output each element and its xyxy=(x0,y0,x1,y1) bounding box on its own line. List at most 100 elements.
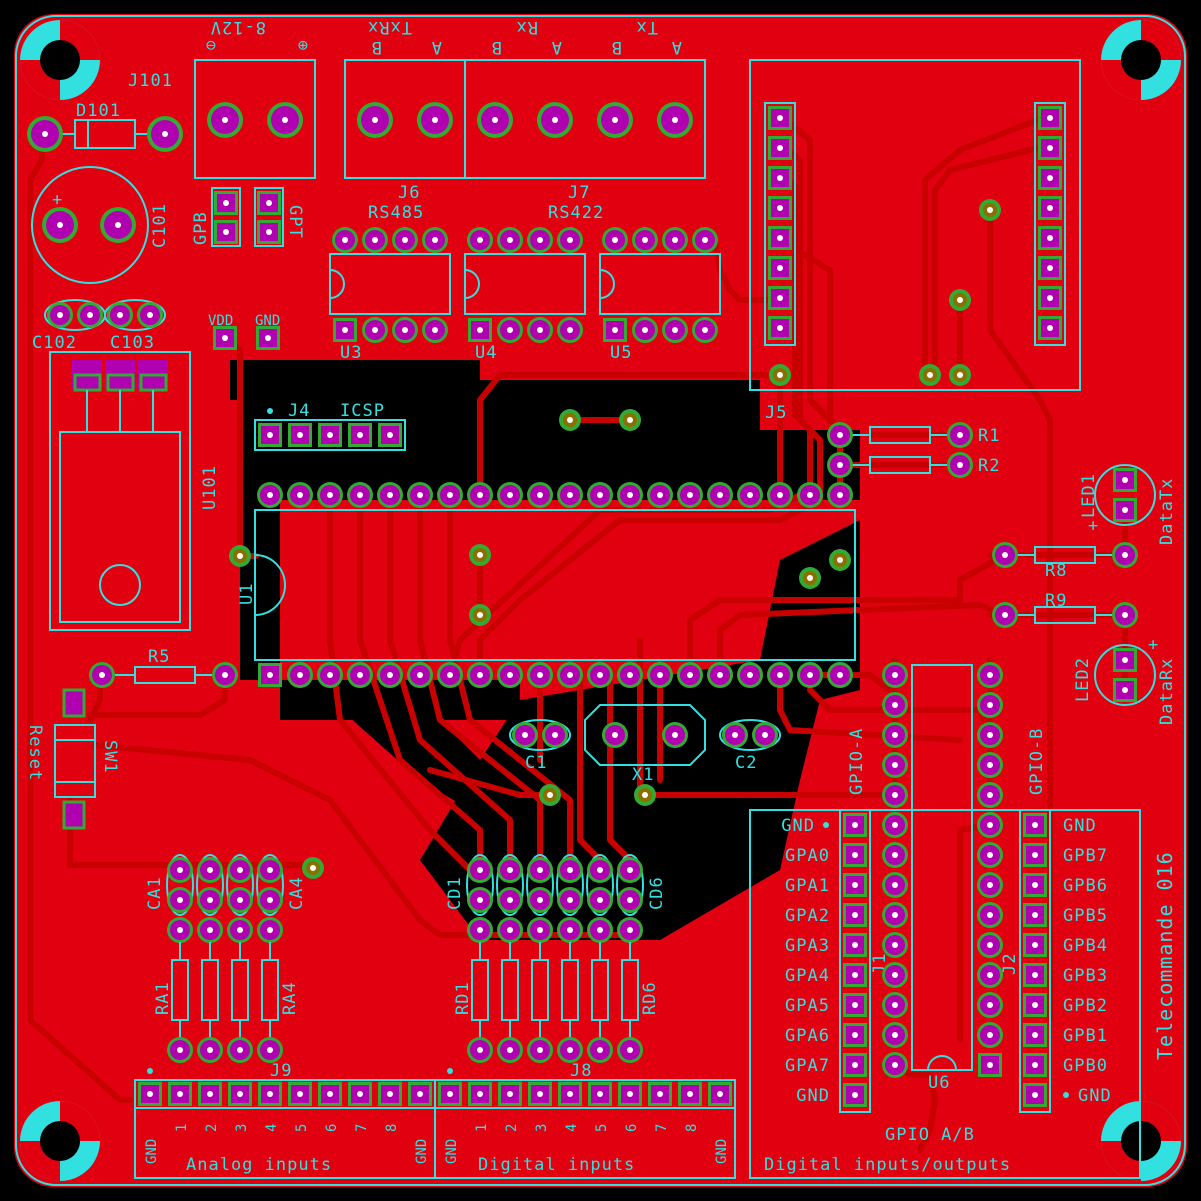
connector-j9: J9 GND 1 2 3 4 5 6 7 8 GND Analog inputs xyxy=(134,1061,436,1179)
label-digital-io: Digital inputs/outputs xyxy=(764,1155,1011,1175)
label-ra4: RA4 xyxy=(280,981,300,1015)
label-d101: D101 xyxy=(76,101,121,121)
label-ca1: CA1 xyxy=(145,876,165,910)
gpio-a-pin-2: GPA1 xyxy=(785,876,830,896)
board-title: Telecommande 016 xyxy=(1153,851,1177,1060)
label-led2: LED2 xyxy=(1073,657,1093,702)
gpio-a-pin-8: GPA7 xyxy=(785,1056,830,1076)
j8-pin-1: 1 xyxy=(474,1124,490,1132)
label-r9: R9 xyxy=(1045,591,1067,611)
j9-pin-3: 3 xyxy=(234,1124,250,1132)
label-gpb: GPB xyxy=(191,211,211,245)
label-icsp: ICSP xyxy=(340,401,385,421)
connector-j7: J7 RS422 Rx Tx B A B A xyxy=(464,17,706,223)
label-j4: J4 xyxy=(288,401,310,421)
label-cd6: CD6 xyxy=(647,876,667,910)
label-gpio-b: GPIO-B xyxy=(1027,728,1047,795)
j8-pin-2: 2 xyxy=(504,1124,520,1132)
gpio-a-pin-1: GPA0 xyxy=(785,846,830,866)
j8-pin-4: 4 xyxy=(564,1124,580,1132)
resistor-r8: R8 xyxy=(992,542,1138,581)
label-tx: Tx xyxy=(636,17,658,37)
j8-pin-6: 6 xyxy=(624,1124,640,1132)
ic-u4: U4 xyxy=(464,227,586,363)
ic-u5: U5 xyxy=(599,227,721,363)
label-u1: U1 xyxy=(237,583,257,605)
label-a-rx: A xyxy=(551,37,562,57)
label-x1: X1 xyxy=(632,765,654,785)
j8-pin-0: GND xyxy=(444,1139,460,1164)
label-u3: U3 xyxy=(340,343,362,363)
label-a-txrx: A xyxy=(431,37,442,57)
label-j101: J101 xyxy=(128,71,173,91)
capacitor-c103: C103 xyxy=(104,299,166,353)
gpio-b-pin-4: GPB4 xyxy=(1063,936,1108,956)
label-ra1: RA1 xyxy=(153,981,173,1015)
label-txrx: TxRx xyxy=(367,17,412,37)
label-a-tx: A xyxy=(671,37,682,57)
svg-text:+: + xyxy=(52,190,63,210)
gpio-b-pin-6: GPB2 xyxy=(1063,996,1108,1016)
j9-pin-7: 7 xyxy=(354,1124,370,1132)
label-u4: U4 xyxy=(475,343,497,363)
label-rd1: RD1 xyxy=(453,981,473,1015)
resistor-r2: R2 xyxy=(827,452,1000,478)
capacitors-ca: CA1 CA4 xyxy=(145,854,324,916)
j8-pin-9: GND xyxy=(714,1139,730,1164)
gpio-b-pin-1: GPB7 xyxy=(1063,846,1108,866)
label-gpio-a: GPIO-A xyxy=(847,728,867,795)
j9-pin-8: 8 xyxy=(384,1124,400,1132)
capacitor-c1: C1 xyxy=(509,719,571,773)
switch-sw1[interactable]: SW1 Reset xyxy=(25,688,120,830)
j9-pin-0: GND xyxy=(144,1139,160,1164)
label-b-txrx: B xyxy=(371,37,382,57)
crystal-x1: X1 xyxy=(584,704,706,785)
gpio-a-pin-5: GPA4 xyxy=(785,966,830,986)
label-gpt: GPT xyxy=(285,205,305,239)
ic-u1: U1 xyxy=(229,409,856,688)
label-j7: J7 xyxy=(568,183,590,203)
j9-pin-5: 5 xyxy=(294,1124,310,1132)
label-plus: ⊕ xyxy=(297,35,308,55)
label-r2: R2 xyxy=(978,456,1000,476)
j8-pin-5: 5 xyxy=(594,1124,610,1132)
label-rs422: RS422 xyxy=(548,203,604,223)
gpio-b-pin-5: GPB3 xyxy=(1063,966,1108,986)
label-cd1: CD1 xyxy=(445,876,465,910)
label-r8: R8 xyxy=(1045,561,1067,581)
label-j8: J8 xyxy=(570,1061,592,1081)
label-b-rx: B xyxy=(491,37,502,57)
label-c2: C2 xyxy=(735,753,757,773)
label-rd6: RD6 xyxy=(640,981,660,1015)
jumper-gpb[interactable]: GPB xyxy=(191,187,241,247)
gpio-b-pin-0: GND xyxy=(1063,816,1097,836)
label-j5: J5 xyxy=(765,403,787,423)
label-r5: R5 xyxy=(148,647,170,667)
led-led1: + LED1 DataTx xyxy=(1079,464,1177,545)
j8-pin-8: 8 xyxy=(684,1124,700,1132)
label-j6: J6 xyxy=(398,183,420,203)
label-led1: LED1 xyxy=(1079,473,1099,518)
label-minus: ⊖ xyxy=(205,35,216,55)
capacitor-c2: C2 xyxy=(719,719,781,773)
j9-pin-6: 6 xyxy=(324,1124,340,1132)
label-rx: Rx xyxy=(516,17,538,37)
label-j2: J2 xyxy=(1000,953,1020,975)
resistors-ra: RA1 RA4 xyxy=(153,917,300,1063)
label-u6: U6 xyxy=(928,1073,950,1093)
resistor-r9: R9 xyxy=(992,591,1138,628)
label-j9: J9 xyxy=(270,1061,292,1081)
mounting-hole-bl xyxy=(20,1101,100,1181)
regulator-u101: U101 xyxy=(49,351,220,631)
label-u5: U5 xyxy=(610,343,632,363)
gpio-a-pin-7: GPA6 xyxy=(785,1026,830,1046)
jumper-gpt[interactable]: GPT xyxy=(254,187,305,247)
gpio-a-pin-0: GND xyxy=(781,816,815,836)
gpio-a-pin-6: GPA5 xyxy=(785,996,830,1016)
label-sw1: SW1 xyxy=(100,740,120,774)
mounting-hole-tr xyxy=(1101,20,1181,100)
connector-j1: GND GPA0 GPA1 GPA2 GPA3 GPA4 GPA5 GPA6 G… xyxy=(781,809,871,1113)
diode-d101: D101 xyxy=(27,101,183,152)
label-vdd: VDD xyxy=(208,313,233,329)
